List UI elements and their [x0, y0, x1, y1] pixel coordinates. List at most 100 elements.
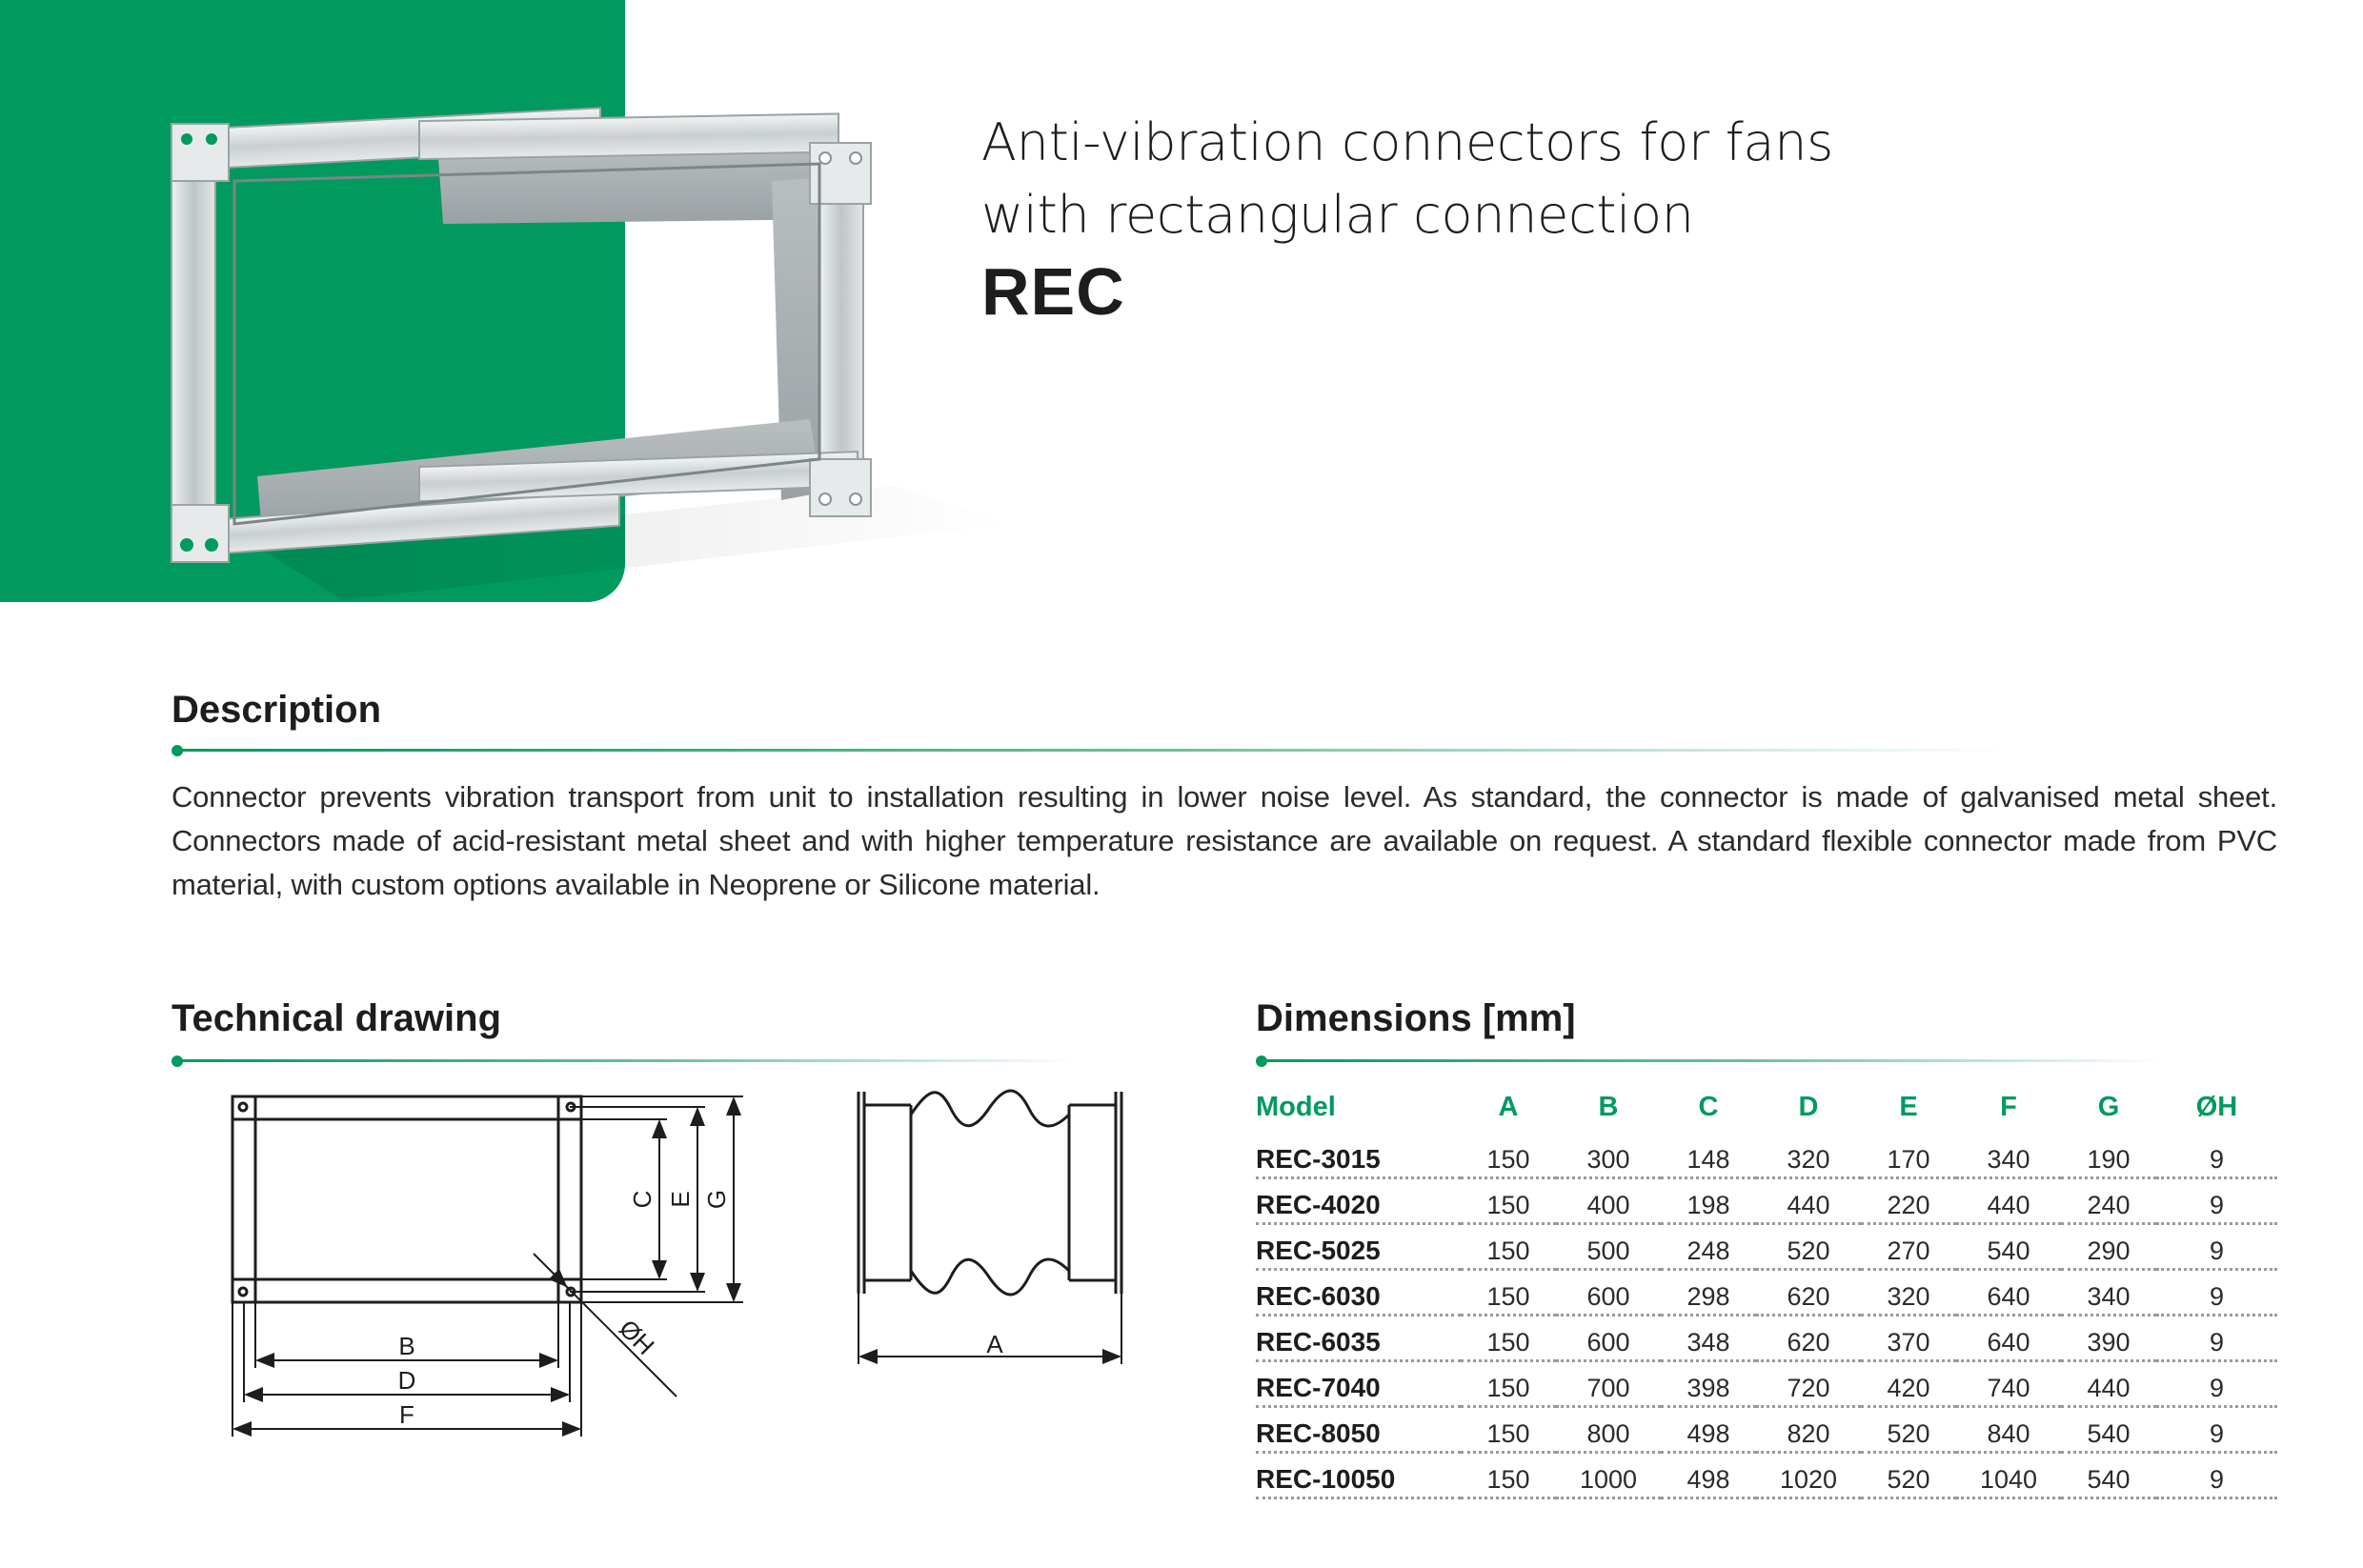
- technical-drawing-divider: [172, 1055, 1077, 1067]
- dim-label-b: B: [398, 1332, 414, 1360]
- value-cell: 298: [1661, 1269, 1756, 1317]
- technical-drawing: B D F C E G ØH A: [231, 1089, 1123, 1437]
- value-cell: 150: [1461, 1406, 1556, 1454]
- description-divider: [172, 745, 2010, 756]
- value-cell: 9: [2156, 1406, 2277, 1454]
- model-cell: REC-8050: [1256, 1406, 1461, 1454]
- value-cell: 700: [1556, 1360, 1661, 1408]
- description-text: Connector prevents vibration transport f…: [172, 780, 2277, 901]
- value-cell: 840: [1956, 1406, 2061, 1454]
- column-header: F: [2000, 1091, 2017, 1122]
- value-cell: 520: [1861, 1452, 1956, 1499]
- dim-label-a: A: [986, 1330, 1003, 1358]
- value-cell: 600: [1556, 1269, 1661, 1317]
- dim-label-e: E: [666, 1191, 695, 1207]
- product-title: Anti-vibration connectors for fans with …: [981, 107, 1833, 251]
- value-cell: 498: [1661, 1452, 1756, 1499]
- value-cell: 150: [1461, 1269, 1556, 1317]
- front-view: [231, 1095, 743, 1437]
- value-cell: 170: [1861, 1134, 1956, 1179]
- value-cell: 620: [1756, 1315, 1861, 1362]
- column-header: B: [1598, 1091, 1619, 1122]
- dim-label-d: D: [398, 1366, 416, 1395]
- value-cell: 1020: [1756, 1452, 1861, 1499]
- value-cell: 600: [1556, 1315, 1661, 1362]
- dimensions-heading: Dimensions [mm]: [1256, 997, 1576, 1039]
- model-cell: REC-3015: [1256, 1134, 1461, 1179]
- value-cell: 500: [1556, 1223, 1661, 1271]
- value-cell: 270: [1861, 1223, 1956, 1271]
- value-cell: 290: [2061, 1223, 2156, 1271]
- model-cell: REC-5025: [1256, 1223, 1461, 1271]
- dim-label-c: C: [628, 1191, 656, 1209]
- value-cell: 620: [1756, 1269, 1861, 1317]
- value-cell: 370: [1861, 1315, 1956, 1362]
- value-cell: 820: [1756, 1406, 1861, 1454]
- value-cell: 240: [2061, 1177, 2156, 1225]
- value-cell: 9: [2156, 1177, 2277, 1225]
- value-cell: 398: [1661, 1360, 1756, 1408]
- value-cell: 150: [1461, 1315, 1556, 1362]
- column-header: C: [1698, 1091, 1719, 1122]
- model-cell: REC-10050: [1256, 1452, 1461, 1499]
- value-cell: 150: [1461, 1134, 1556, 1179]
- value-cell: 320: [1861, 1269, 1956, 1317]
- value-cell: 248: [1661, 1223, 1756, 1271]
- column-header: G: [2097, 1091, 2120, 1122]
- value-cell: 150: [1461, 1452, 1556, 1499]
- value-cell: 148: [1661, 1134, 1756, 1179]
- side-view: [857, 1089, 1123, 1364]
- description-heading: Description: [172, 689, 382, 731]
- column-header: ØH: [2195, 1091, 2238, 1122]
- value-cell: 640: [1956, 1315, 2061, 1362]
- value-cell: 9: [2156, 1452, 2277, 1499]
- value-cell: 300: [1556, 1134, 1661, 1179]
- product-image: [171, 107, 1010, 600]
- value-cell: 540: [2061, 1452, 2156, 1499]
- model-cell: REC-7040: [1256, 1360, 1461, 1408]
- value-cell: 198: [1661, 1177, 1756, 1225]
- table-header-row: Model A B C D E F G ØH: [1256, 1080, 2277, 1134]
- value-cell: 520: [1861, 1406, 1956, 1454]
- technical-drawing-heading: Technical drawing: [172, 997, 501, 1039]
- value-cell: 150: [1461, 1223, 1556, 1271]
- value-cell: 9: [2156, 1315, 2277, 1362]
- value-cell: 800: [1556, 1406, 1661, 1454]
- value-cell: 9: [2156, 1223, 2277, 1271]
- value-cell: 540: [2061, 1406, 2156, 1454]
- column-header: E: [1899, 1091, 1918, 1122]
- value-cell: 1000: [1556, 1452, 1661, 1499]
- value-cell: 190: [2061, 1134, 2156, 1179]
- product-model-code: REC: [981, 254, 1125, 329]
- dim-label-g: G: [702, 1190, 731, 1209]
- value-cell: 340: [1956, 1134, 2061, 1179]
- dim-label-f: F: [399, 1400, 414, 1429]
- value-cell: 1040: [1956, 1452, 2061, 1499]
- value-cell: 220: [1861, 1177, 1956, 1225]
- value-cell: 440: [1756, 1177, 1861, 1225]
- value-cell: 320: [1756, 1134, 1861, 1179]
- value-cell: 440: [2061, 1360, 2156, 1408]
- value-cell: 340: [2061, 1269, 2156, 1317]
- model-cell: REC-6035: [1256, 1315, 1461, 1362]
- model-cell: REC-4020: [1256, 1177, 1461, 1225]
- value-cell: 440: [1956, 1177, 2061, 1225]
- value-cell: 720: [1756, 1360, 1861, 1408]
- model-cell: REC-6030: [1256, 1269, 1461, 1317]
- value-cell: 420: [1861, 1360, 1956, 1408]
- value-cell: 540: [1956, 1223, 2061, 1271]
- value-cell: 740: [1956, 1360, 2061, 1408]
- value-cell: 520: [1756, 1223, 1861, 1271]
- value-cell: 9: [2156, 1134, 2277, 1179]
- value-cell: 9: [2156, 1360, 2277, 1408]
- dim-label-h: ØH: [614, 1314, 660, 1360]
- value-cell: 9: [2156, 1269, 2277, 1317]
- value-cell: 400: [1556, 1177, 1661, 1225]
